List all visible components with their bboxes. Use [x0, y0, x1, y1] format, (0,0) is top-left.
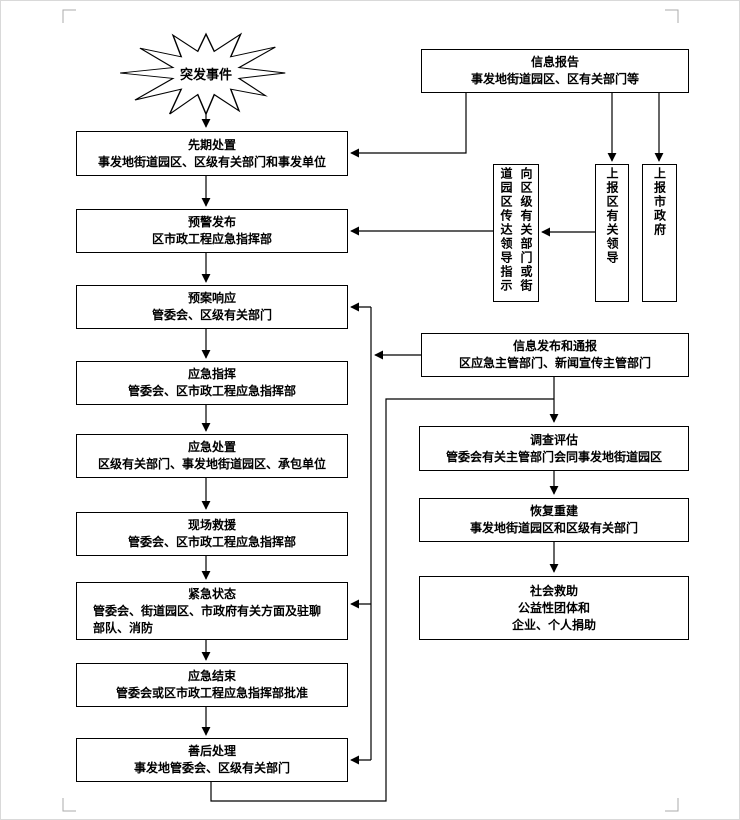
flow-node-report-district-leaders: 上报区有关领导	[595, 164, 629, 302]
node-detail: 区应急主管部门、新闻宣传主管部门	[458, 356, 651, 370]
node-title: 善后处理	[187, 744, 236, 758]
node-title: 应急处置	[187, 440, 236, 454]
flow-node-plan-response: 预案响应 管委会、区级有关部门	[76, 285, 348, 329]
node-detail: 管委会、区市政工程应急指挥部	[127, 384, 296, 398]
page-corner-mark	[62, 798, 76, 812]
node-detail: 管委会、街道园区、市政府有关方面及驻聊部队、消防	[93, 603, 322, 635]
node-detail: 区级有关部门、事发地街道园区、承包单位	[97, 457, 326, 471]
node-title: 紧急状态	[187, 586, 236, 601]
flow-node-info-report: 信息报告 事发地街道园区、区有关部门等	[421, 49, 689, 93]
flow-node-early-warning: 预警发布 区市政工程应急指挥部	[76, 209, 348, 253]
node-title: 信息发布和通报	[512, 339, 597, 353]
burst-label: 突发事件	[179, 66, 232, 82]
node-title: 现场救援	[187, 518, 236, 532]
node-title: 调查评估	[529, 432, 578, 447]
connector-arrows	[201, 93, 664, 765]
node-title: 先期处置	[187, 137, 236, 152]
connector	[350, 93, 467, 158]
flow-node-emergency-disposal: 应急处置 区级有关部门、事发地街道园区、承包单位	[76, 434, 348, 478]
node-detail: 管委会有关主管部门会同事发地街道园区	[445, 449, 662, 464]
page-corner-mark	[62, 9, 76, 23]
flow-node-emergency-end: 应急结束 管委会或区市政工程应急指挥部批准	[76, 663, 348, 707]
flow-node-investigation-evaluation: 调查评估 管委会有关主管部门会同事发地街道园区	[419, 426, 689, 471]
vertical-text: 向区级有关部门或街道园区传达领导指示	[499, 166, 533, 293]
node-detail: 管委会、区市政工程应急指挥部	[127, 535, 296, 549]
flow-node-social-aid: 社会救助 公益性团体和 企业、个人捐助	[419, 576, 689, 640]
flow-node-info-release: 信息发布和通报 区应急主管部门、新闻宣传主管部门	[421, 333, 689, 377]
burst-shape	[120, 32, 286, 116]
node-detail: 事发地街道园区、区级有关部门和事发单位	[97, 154, 326, 169]
flow-node-recovery-rebuild: 恢复重建 事发地街道园区和区级有关部门	[419, 498, 689, 542]
page-corner-marks	[62, 9, 679, 812]
node-detail: 公益性团体和	[517, 600, 590, 615]
page-corner-mark	[665, 9, 679, 23]
flow-node-onsite-rescue: 现场救援 管委会、区市政工程应急指挥部	[76, 512, 348, 556]
page-corner-mark	[665, 798, 679, 812]
flow-node-convey-instructions: 向区级有关部门或街道园区传达领导指示	[493, 164, 539, 302]
node-title: 社会救助	[529, 583, 578, 598]
vertical-text: 上报市政府	[652, 166, 667, 237]
node-detail: 事发地街道园区和区级有关部门	[469, 521, 638, 535]
node-title: 预警发布	[187, 215, 236, 229]
node-title: 应急指挥	[187, 367, 236, 381]
flow-node-aftermath: 善后处理 事发地管委会、区级有关部门	[76, 738, 348, 782]
node-title: 信息报告	[530, 55, 579, 69]
node-title: 恢复重建	[529, 504, 578, 518]
loop-line	[210, 398, 554, 802]
flow-node-report-city-government: 上报市政府	[642, 164, 677, 302]
node-detail: 企业、个人捐助	[511, 617, 596, 632]
vertical-text: 上报区有关领导	[605, 166, 619, 265]
node-title: 应急结束	[187, 669, 236, 683]
node-detail: 管委会或区市政工程应急指挥部批准	[115, 686, 308, 700]
flow-node-emergency-command: 应急指挥 管委会、区市政工程应急指挥部	[76, 361, 348, 405]
node-detail: 事发地管委会、区级有关部门	[133, 761, 290, 775]
connector-lines	[210, 307, 554, 802]
node-detail: 区市政工程应急指挥部	[151, 232, 272, 246]
flow-node-initial-disposal: 先期处置 事发地街道园区、区级有关部门和事发单位	[76, 131, 348, 176]
node-detail: 事发地街道园区、区有关部门等	[470, 72, 639, 86]
flow-node-emergency-state: 紧急状态 管委会、街道园区、市政府有关方面及驻聊部队、消防	[76, 582, 348, 640]
node-title: 预案响应	[187, 291, 236, 305]
node-detail: 管委会、区级有关部门	[151, 308, 272, 322]
